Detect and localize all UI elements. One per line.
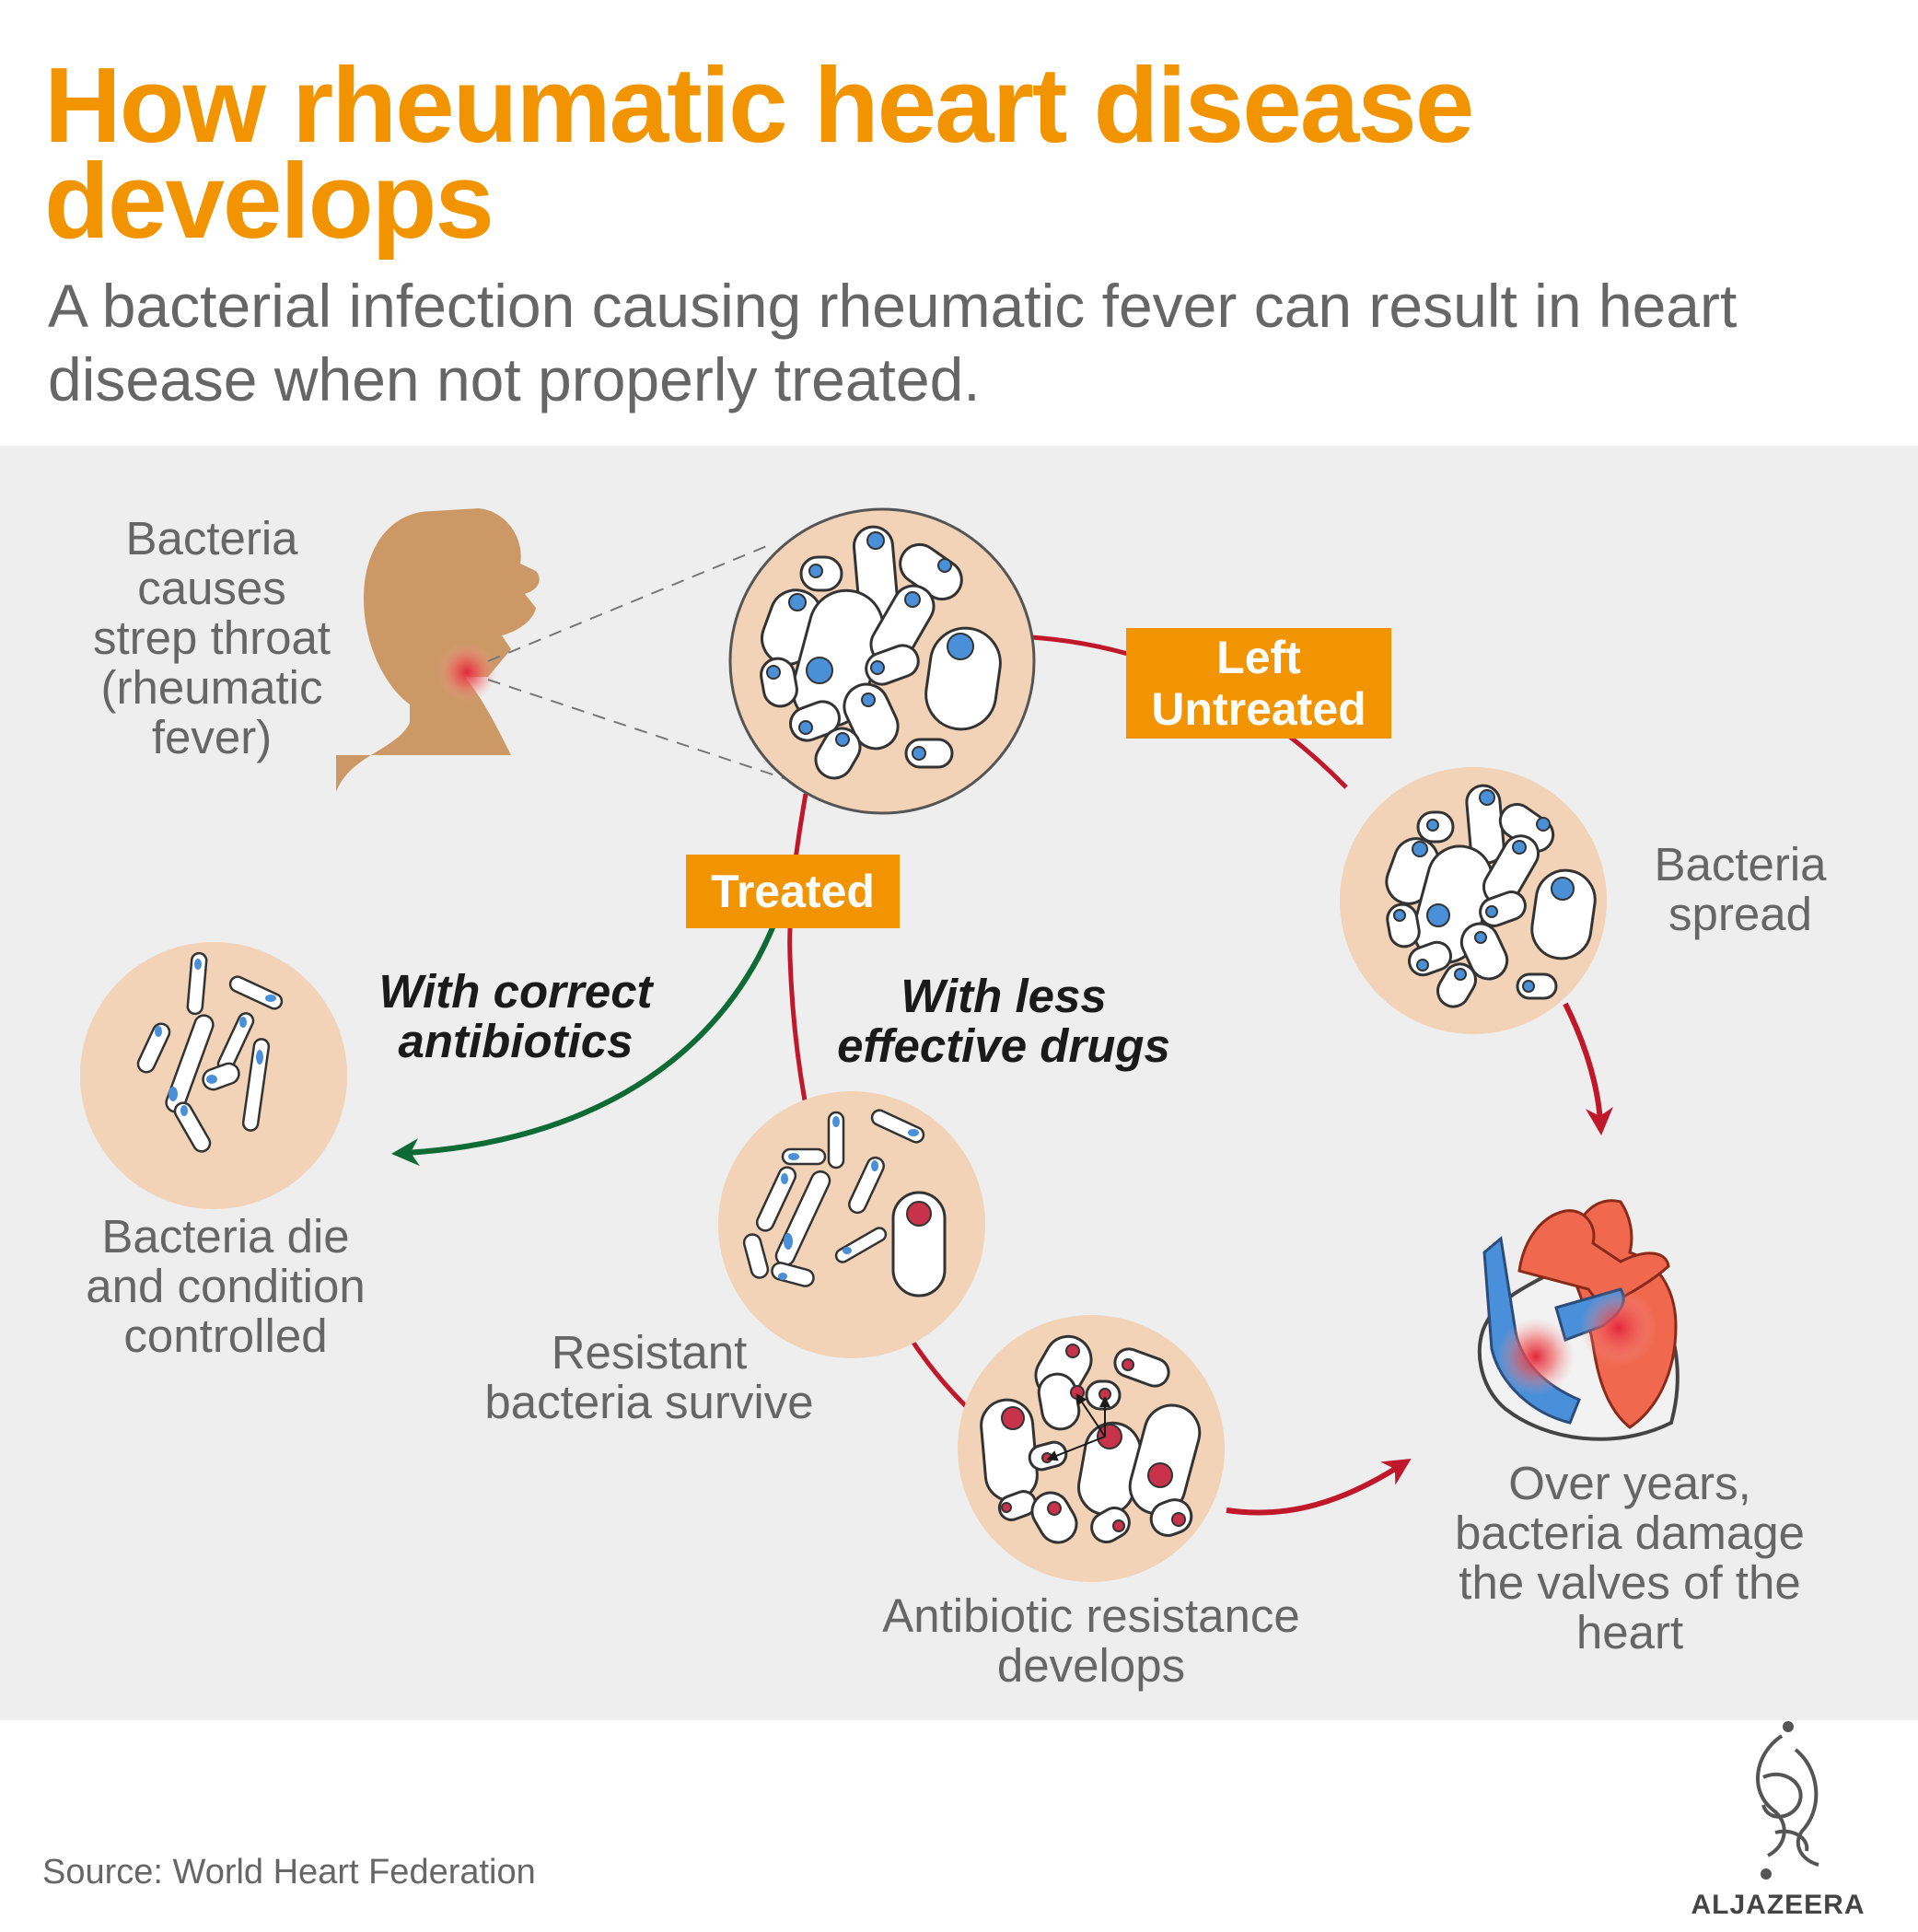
bacteria-die-label: Bacteria die and condition controlled: [86, 1210, 366, 1362]
aljazeera-logo-icon: [1756, 1721, 1819, 1880]
spread-bacteria-circle: [1340, 767, 1607, 1034]
dying-bacteria-circle: [80, 942, 347, 1209]
treated-badge: Treated: [686, 855, 900, 928]
page-subtitle: A bacterial infection causing rheumatic …: [48, 272, 1738, 413]
resistant-bacteria-label: Resistant bacteria survive: [484, 1326, 814, 1428]
strep-throat-label: Bacteria causes strep throat (rheumatic …: [93, 512, 331, 763]
surviving-bacteria-circle: [718, 1091, 985, 1358]
page-title: How rheumatic heart disease develops: [44, 45, 1474, 261]
left-untreated-badge: Left Untreated: [1126, 628, 1391, 739]
brand-name: ALJAZEERA: [1691, 1890, 1866, 1920]
antibiotic-resistance-label: Antibiotic resistance develops: [882, 1589, 1300, 1692]
valve-damage-label: Over years, bacteria damage the valves o…: [1455, 1457, 1805, 1658]
less-effective-drugs-label: With less effective drugs: [837, 970, 1170, 1072]
head-silhouette-icon: [336, 508, 540, 792]
heart-icon: [1477, 1199, 1680, 1441]
strep-bacteria-circle: [728, 507, 1036, 815]
correct-antibiotics-label: With correct antibiotics: [378, 965, 653, 1067]
bacteria-spread-label: Bacteria spread: [1654, 838, 1827, 940]
resistance-bacteria-circle: [958, 1315, 1225, 1582]
source-note: Source: World Heart Federation: [42, 1853, 536, 1891]
